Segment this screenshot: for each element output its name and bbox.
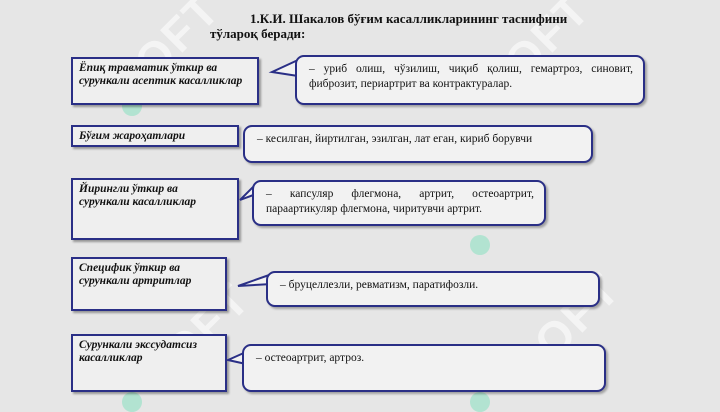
category-box-3: Йирингли ўткир ва сурункали касалликлар [71,178,239,240]
callout-pointer-4 [237,273,273,287]
description-box-3: – капсуляр флегмона, артрит, остеоартрит… [252,180,546,226]
watermark-dot [122,392,142,412]
category-box-5: Сурункали экссудатсиз касалликлар [71,334,227,392]
category-box-1: Ёпиқ травматик ўткир ва сурункали асепти… [71,57,259,105]
watermark-dot [470,392,490,412]
description-box-4: – бруцеллезли, ревматизм, паратифозли. [266,271,600,307]
description-box-2: – кесилган, йиртилган, эзилган, лат еган… [243,125,593,163]
description-box-5: – остеоартрит, артроз. [242,344,606,392]
callout-pointer-1 [268,59,299,77]
category-box-2: Бўғим жароҳатлари [71,125,239,147]
slide-title-line-1: 1.К.И. Шакалов бўғим касалликларининг та… [250,11,568,26]
slide-title-line-2: тўлароқ беради: [210,26,306,41]
category-box-4: Специфик ўткир ва сурункали артритлар [71,257,227,311]
callout-pointer-5 [224,351,247,365]
slide-title: 1.К.И. Шакалов бўғим касалликларининг та… [200,11,660,41]
description-box-1: – уриб олиш, чўзилиш, чиқиб қолиш, гемар… [295,55,645,105]
watermark-dot [470,235,490,255]
